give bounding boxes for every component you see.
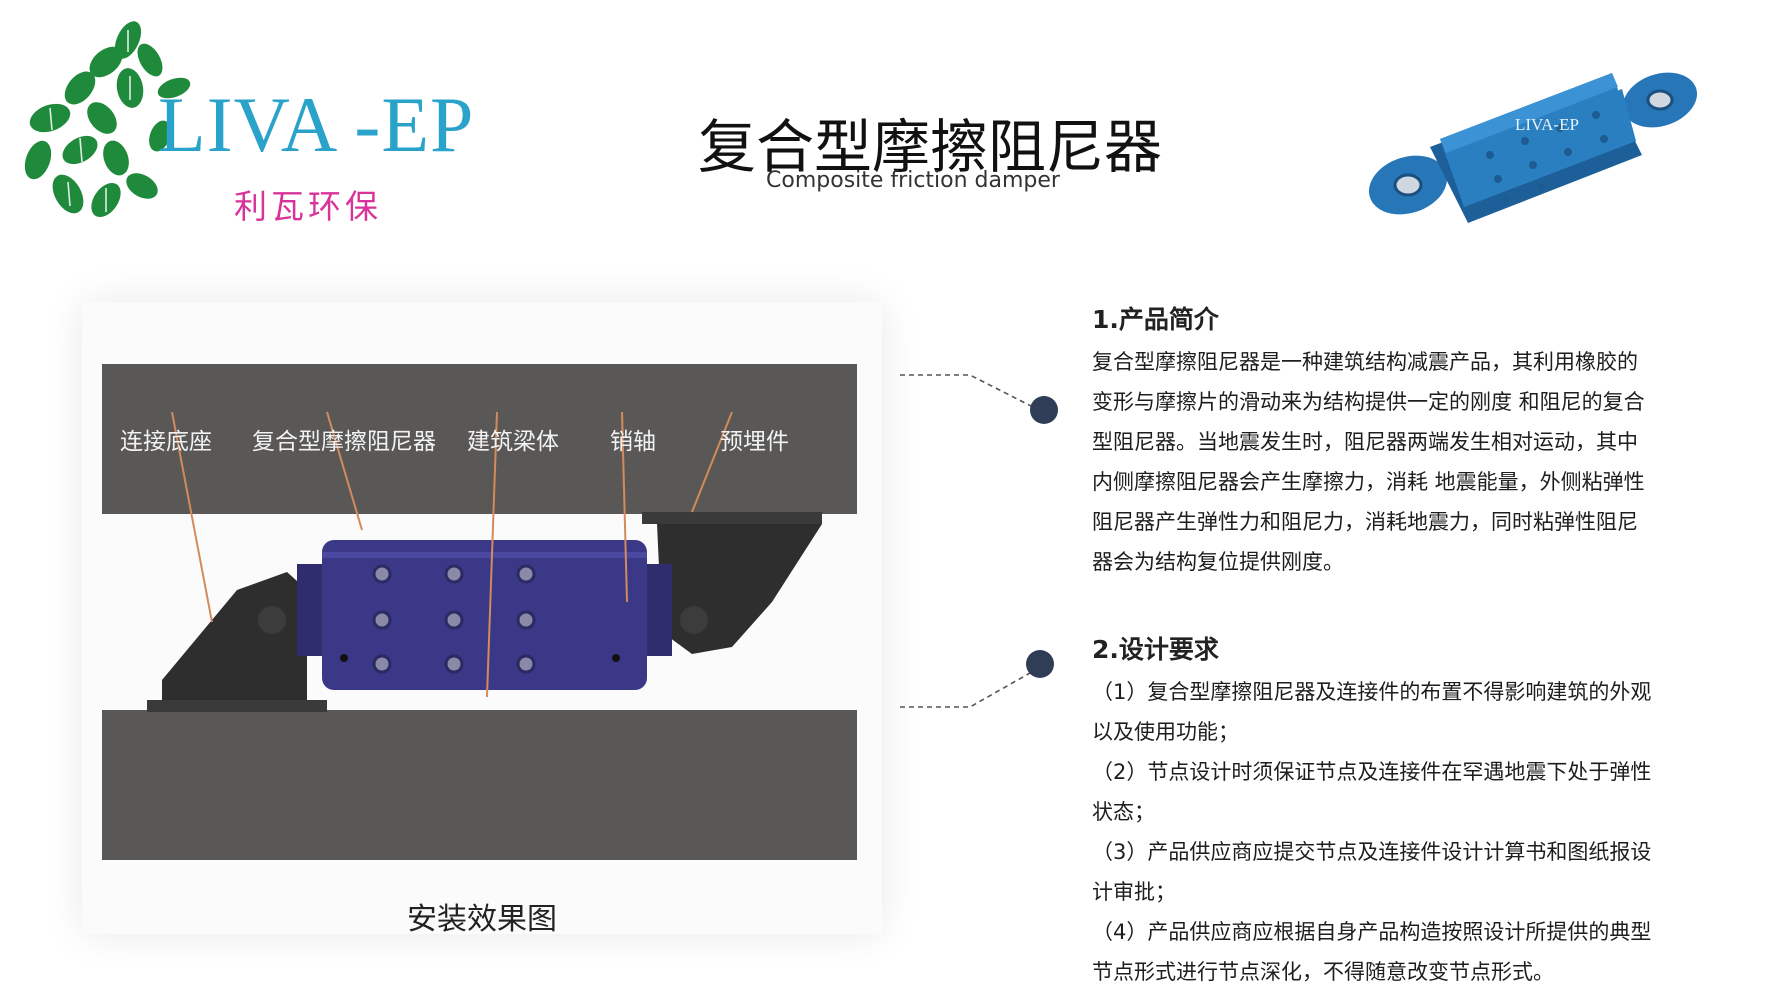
top-beam [102,364,857,514]
product-label: LIVA-EP [1515,115,1579,134]
requirement-item: （4）产品供应商应根据自身产品构造按照设计所提供的典型节点形式进行节点深化，不得… [1092,920,1652,984]
brand-name-cn: 利瓦环保 [234,187,382,226]
bullet-dot [1026,650,1054,678]
page-subtitle: Composite friction damper [766,168,1060,193]
leaf-cluster-icon [24,21,191,218]
label-connection-base: 连接底座 [120,429,212,455]
label-damper: 复合型摩擦阻尼器 [252,429,436,455]
product-image: LIVA-EP [1360,55,1710,240]
requirement-item: （1）复合型摩擦阻尼器及连接件的布置不得影响建筑的外观以及使用功能； [1092,680,1652,744]
section-title: 1.产品简介 [1092,305,1219,334]
section-body: 复合型摩擦阻尼器是一种建筑结构减震产品，其利用橡胶的变形与摩擦片的滑动来为结构提… [1092,350,1645,574]
bottom-beam [102,710,857,860]
page-title: 复合型摩擦阻尼器 [698,113,1163,181]
section-design-requirements: 2.设计要求 （1）复合型摩擦阻尼器及连接件的布置不得影响建筑的外观以及使用功能… [1092,630,1652,992]
installation-diagram: 连接底座 复合型摩擦阻尼器 建筑梁体 销轴 预埋件 安装效果图 [82,302,882,937]
label-embedded-part: 预埋件 [720,429,789,455]
label-building-beam: 建筑梁体 [467,429,559,455]
requirement-item: （2）节点设计时须保证节点及连接件在罕遇地震下处于弹性状态； [1092,760,1652,824]
connector-lines [900,374,1058,708]
section-product-intro: 1.产品简介 复合型摩擦阻尼器是一种建筑结构减震产品，其利用橡胶的变形与摩擦片的… [1092,300,1652,582]
bullet-dot [1030,396,1058,424]
brand-logo: LIVA -EP 利瓦环保 [10,18,473,228]
section-title: 2.设计要求 [1092,635,1219,664]
requirement-item: （3）产品供应商应提交节点及连接件设计计算书和图纸报设计审批； [1092,840,1652,904]
left-base-bracket [162,572,307,700]
composite-friction-damper [322,540,647,690]
label-pin-shaft: 销轴 [610,429,656,455]
brand-name: LIVA -EP [158,81,475,168]
diagram-caption: 安装效果图 [407,902,557,937]
